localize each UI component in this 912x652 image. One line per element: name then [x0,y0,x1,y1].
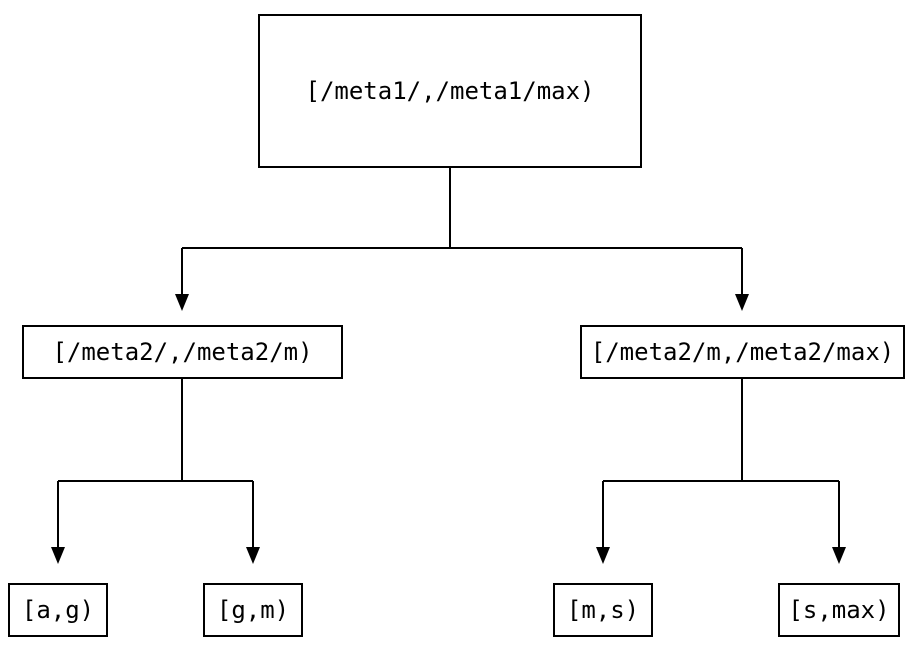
arrow-down-icon [735,294,749,311]
tree-node-label: [s,max) [788,596,890,624]
connector-right-to-leaves [596,379,846,564]
arrow-down-icon [51,547,65,564]
tree-node-leaf-gm: [g,m) [203,583,303,637]
tree-node-label: [/meta1/,/meta1/max) [305,77,595,105]
tree-node-level1-right: [/meta2/m,/meta2/max) [580,325,905,379]
tree-node-leaf-ag: [a,g) [8,583,108,637]
tree-node-label: [m,s) [566,596,640,624]
connector-root-to-children [175,168,749,311]
arrow-down-icon [175,294,189,311]
tree-node-label: [a,g) [21,596,95,624]
tree-node-label: [g,m) [216,596,290,624]
tree-node-leaf-smax: [s,max) [778,583,900,637]
tree-node-root: [/meta1/,/meta1/max) [258,14,642,168]
tree-node-label: [/meta2/m,/meta2/max) [590,338,895,366]
tree-node-label: [/meta2/,/meta2/m) [52,338,313,366]
tree-node-level1-left: [/meta2/,/meta2/m) [22,325,343,379]
arrow-down-icon [596,547,610,564]
arrow-down-icon [832,547,846,564]
connector-left-to-leaves [51,379,260,564]
tree-node-leaf-ms: [m,s) [553,583,653,637]
arrow-down-icon [246,547,260,564]
